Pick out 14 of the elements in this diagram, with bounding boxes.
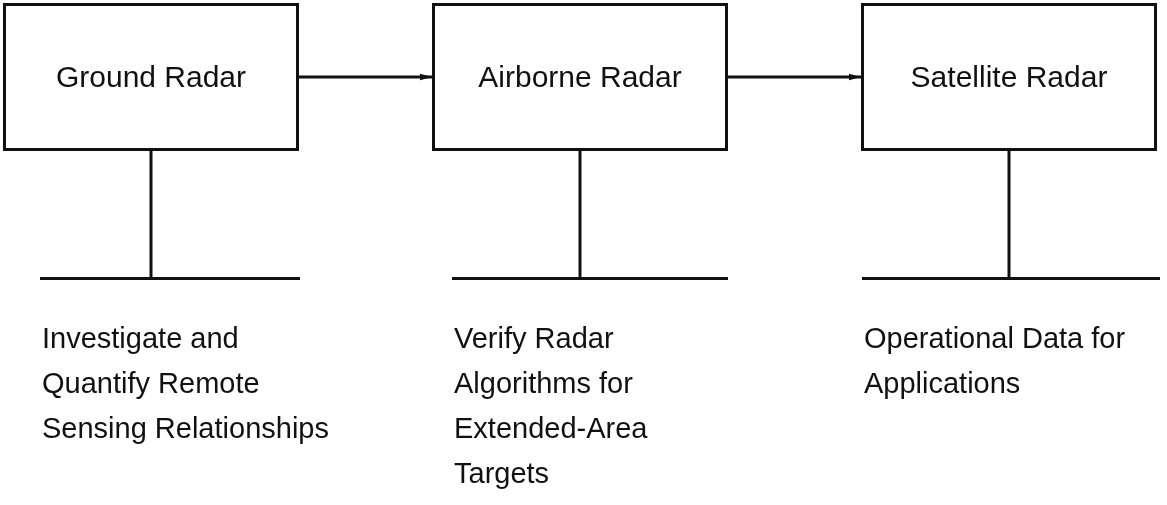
process-box (432, 3, 728, 151)
connector-line (1007, 151, 1011, 277)
box-label: Satellite Radar (910, 60, 1108, 94)
arrow (299, 73, 432, 81)
description-text: Operational Data for Applications (864, 321, 1127, 401)
process-box (3, 3, 299, 151)
connector-line (149, 151, 153, 277)
connector-line (578, 151, 582, 277)
process-box (861, 3, 1157, 151)
arrow (728, 73, 861, 81)
description-text: Verify Radar Algorithms for Extended-Area Targets (454, 321, 649, 491)
box-label: Airborne Radar (478, 60, 682, 94)
box-label: Ground Radar (55, 60, 247, 94)
description-text: Investigate and Quantify Remote Sensing Relationships (42, 321, 330, 446)
